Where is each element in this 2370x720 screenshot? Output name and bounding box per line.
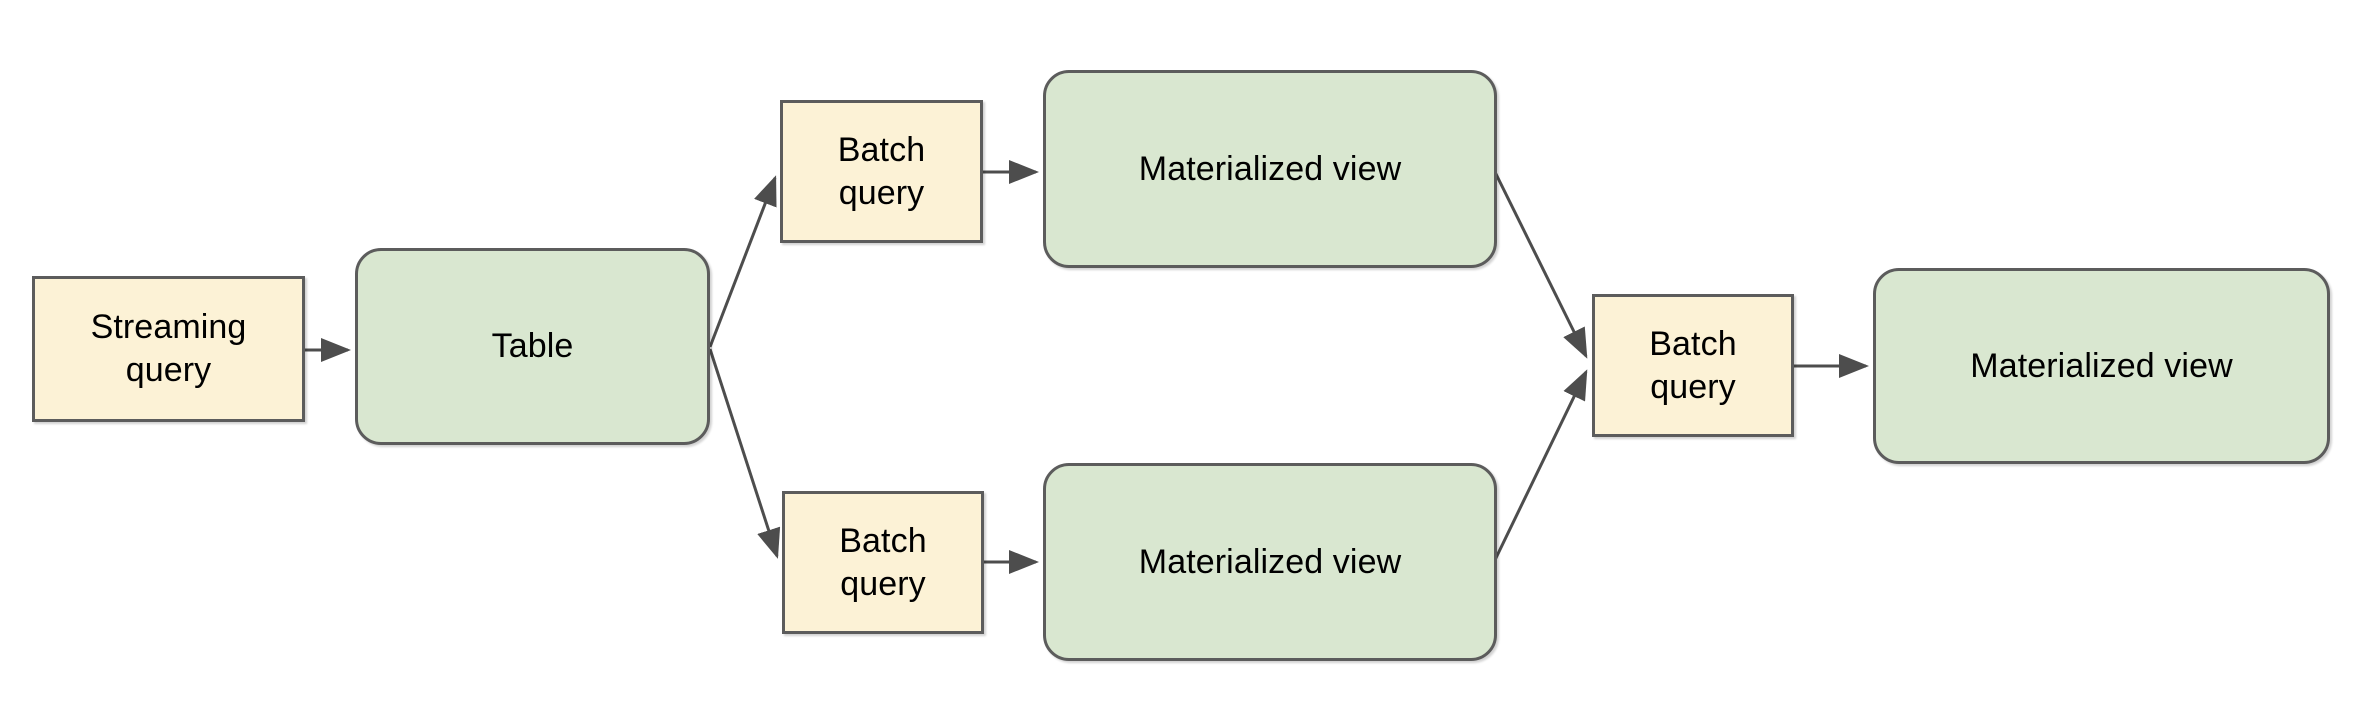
node-label: Batch query	[837, 130, 926, 212]
node-label: Materialized view	[1138, 542, 1402, 581]
node-label: Streaming query	[90, 308, 247, 389]
node-label: Table	[491, 327, 574, 366]
node-table[interactable]: Table	[355, 248, 710, 445]
node-materialized-view-right[interactable]: Materialized view	[1873, 268, 2330, 464]
node-label: Batch query	[1649, 324, 1737, 406]
node-batch-query-bottom[interactable]: Batch query	[782, 491, 984, 634]
edge-e3	[708, 348, 781, 559]
node-label: Materialized view	[1138, 149, 1402, 188]
edge-e7	[1492, 369, 1588, 563]
node-streaming-query[interactable]: Streaming query	[32, 276, 305, 422]
edge-e6	[1492, 169, 1588, 359]
node-label: Materialized view	[1970, 346, 2233, 385]
node-materialized-view-bottom[interactable]: Materialized view	[1043, 463, 1497, 661]
edge-e2	[708, 175, 777, 348]
node-batch-query-top[interactable]: Batch query	[780, 100, 983, 243]
node-label: Batch query	[839, 521, 927, 603]
node-materialized-view-top[interactable]: Materialized view	[1043, 70, 1497, 268]
node-batch-query-right[interactable]: Batch query	[1592, 294, 1794, 437]
